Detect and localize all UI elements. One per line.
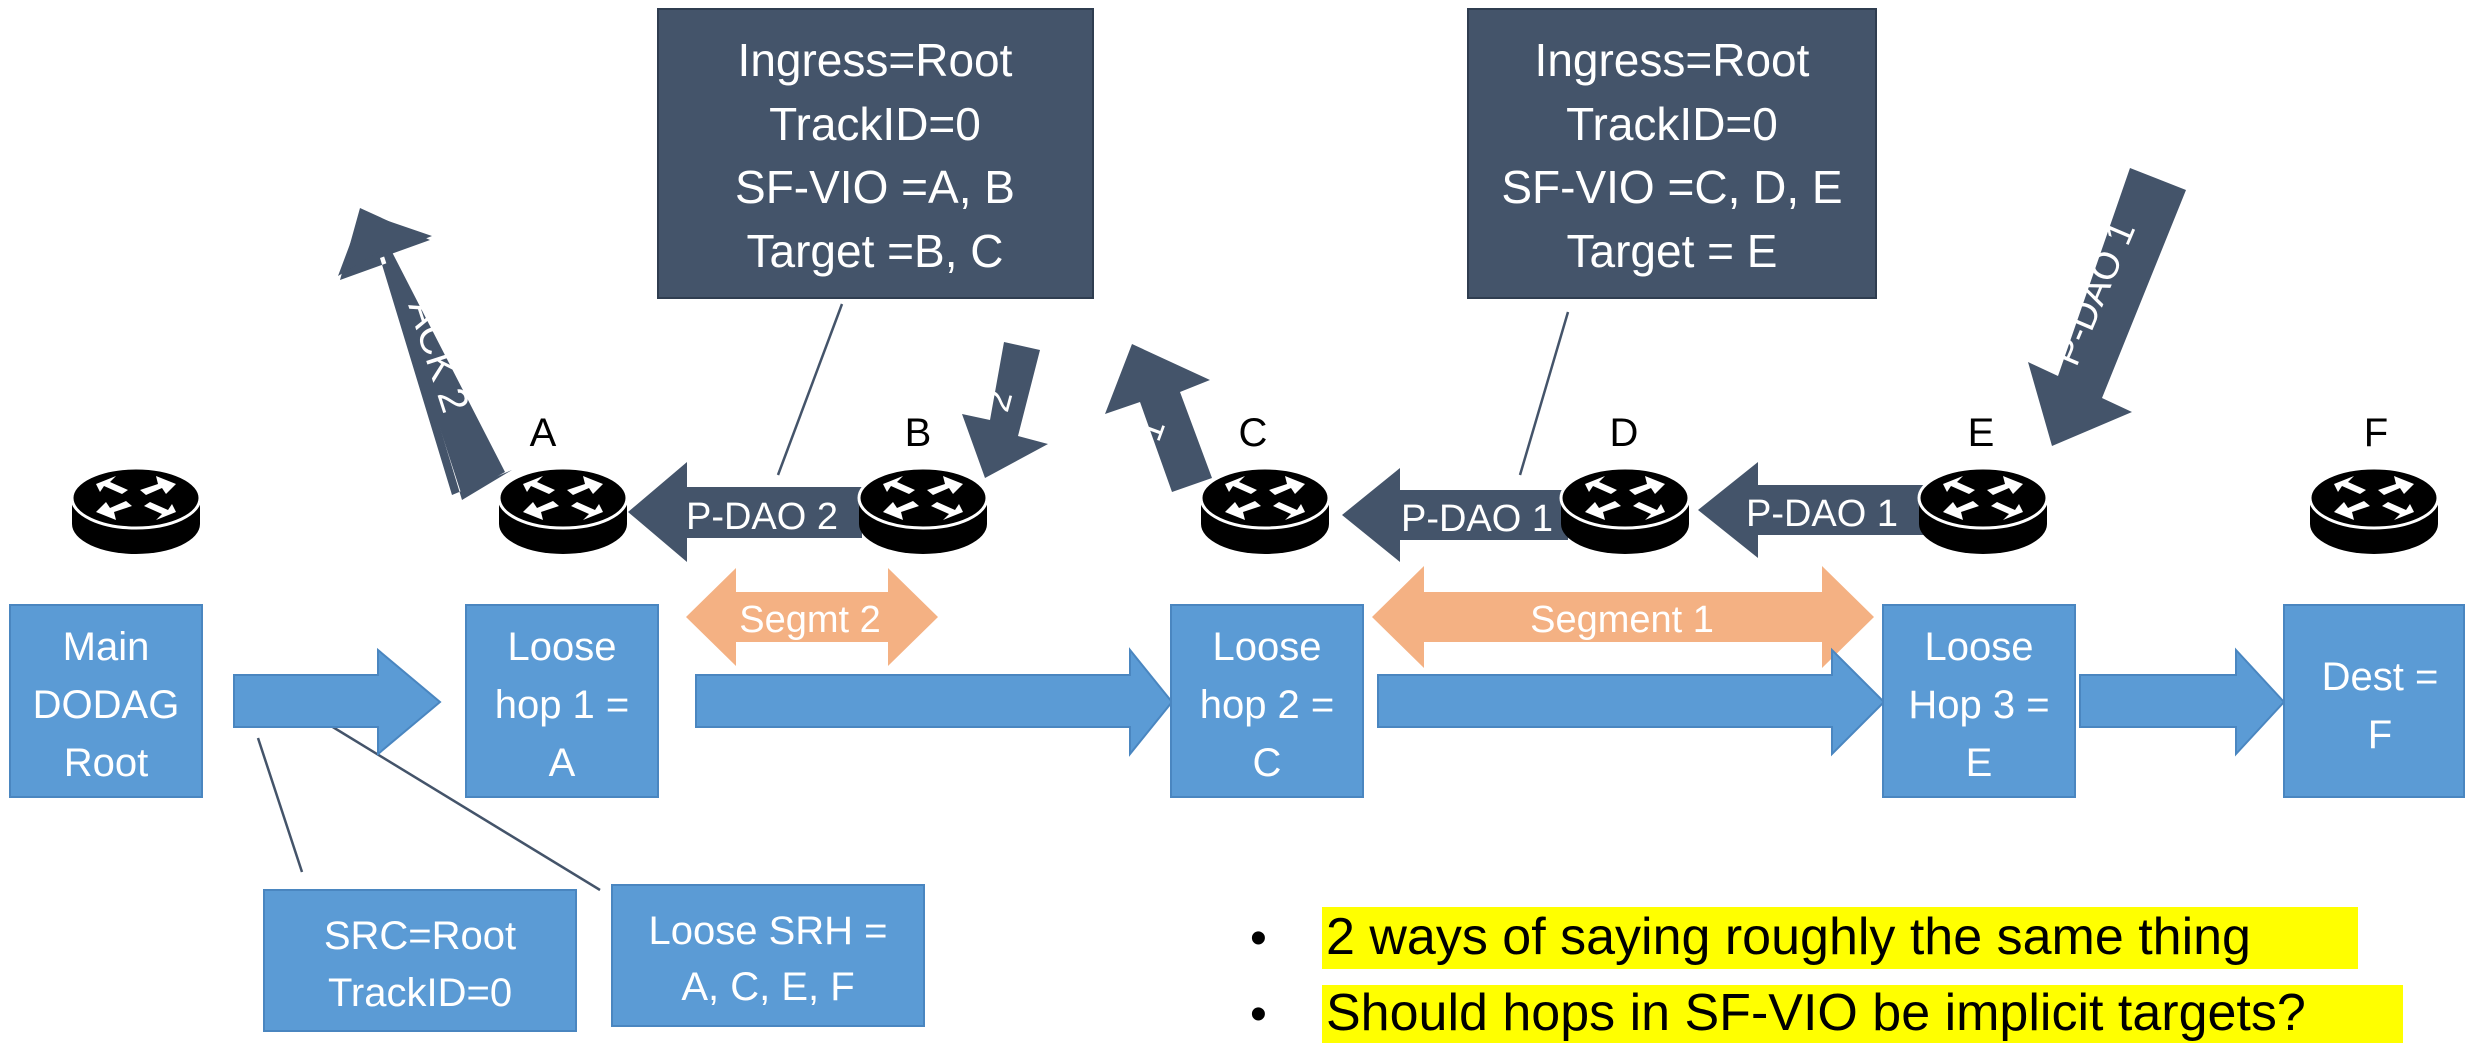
- info-right-line: Target = E: [1567, 225, 1778, 277]
- hop1-line: hop 1 =: [495, 683, 630, 727]
- callout-srh-line: A, C, E, F: [681, 965, 854, 1009]
- connector-line: [256, 737, 304, 873]
- hop1-line: Loose: [508, 625, 617, 669]
- router-icon: [1199, 466, 1331, 556]
- callout-src-line: TrackID=0: [328, 971, 512, 1015]
- hop-root-line: DODAG: [33, 683, 180, 727]
- segment-1-arrow: Segment 1: [1372, 566, 1874, 668]
- connector-line: [776, 303, 844, 476]
- router-icon: [2308, 466, 2440, 556]
- segment-2-arrow: Segmt 2: [686, 568, 938, 666]
- node-label-c: C: [1239, 411, 1268, 455]
- pdao2-label: P-DAO 2: [686, 496, 838, 538]
- hop1-line: A: [549, 741, 576, 785]
- hop3-line: E: [1966, 741, 1993, 785]
- callout-src: SRC=Root TrackID=0: [263, 889, 577, 1032]
- flow-arrow: [695, 647, 1174, 757]
- segment-2-label: Segmt 2: [739, 599, 881, 641]
- node-label-f: F: [2364, 411, 2388, 455]
- router-icon: [497, 466, 629, 556]
- hop3-line: Loose: [1925, 625, 2034, 669]
- info-left-line: Ingress=Root: [738, 34, 1013, 86]
- bullet-dot: •: [1250, 988, 1267, 1041]
- hop-box-2: Loose hop 2 = C: [1170, 604, 1364, 798]
- flow-arrow: [233, 647, 442, 757]
- info-left-line: SF-VIO =A, B: [735, 161, 1015, 213]
- router-icon: [857, 466, 989, 556]
- callout-srh-line: Loose SRH =: [648, 909, 887, 953]
- hop-box-1: Loose hop 1 = A: [465, 604, 659, 798]
- hop2-line: Loose: [1213, 625, 1322, 669]
- hop-box-3: Loose Hop 3 = E: [1882, 604, 2076, 798]
- hop2-line: hop 2 =: [1200, 683, 1335, 727]
- pdao1-dc-label: P-DAO 1: [1401, 498, 1553, 540]
- ack2-arrow: ACK 2: [338, 208, 512, 500]
- pdao1-ed-label: P-DAO 1: [1746, 493, 1898, 535]
- hop-root-line: Main: [63, 625, 150, 669]
- info-right-line: SF-VIO =C, D, E: [1501, 161, 1842, 213]
- info-left-line: TrackID=0: [769, 98, 981, 150]
- bullet-item: Should hops in SF-VIO be implicit target…: [1326, 984, 2306, 1042]
- flow-arrow: [1377, 647, 1886, 757]
- info-box-left: Ingress=Root TrackID=0 SF-VIO =A, B Targ…: [657, 8, 1094, 299]
- arrow-1: 1: [1105, 344, 1212, 492]
- bullet-list: • • 2 ways of saying roughly the same th…: [1250, 907, 2403, 1043]
- segment-1-label: Segment 1: [1530, 599, 1714, 641]
- router-icon: [1917, 466, 2049, 556]
- hop-root-line: Root: [64, 741, 149, 785]
- info-right-line: Ingress=Root: [1535, 34, 1810, 86]
- hop2-line: C: [1253, 741, 1282, 785]
- info-box-right: Ingress=Root TrackID=0 SF-VIO =C, D, E T…: [1467, 8, 1877, 299]
- pdao1-diagonal-arrow: P-DAO 1: [2028, 168, 2186, 446]
- dest-line: Dest =: [2322, 655, 2439, 699]
- pdao1-dc-arrow: P-DAO 1: [1342, 468, 1568, 562]
- info-right-line: TrackID=0: [1566, 98, 1778, 150]
- callout-src-line: SRC=Root: [324, 914, 516, 958]
- bullet-highlight: [1322, 985, 2403, 1043]
- node-label-a: A: [530, 411, 557, 455]
- flow-arrow: [2079, 647, 2286, 757]
- pdao1-ed-arrow: P-DAO 1: [1698, 462, 1928, 558]
- connector-line: [1518, 311, 1570, 476]
- bullet-dot: •: [1250, 912, 1267, 965]
- node-label-b: B: [905, 411, 932, 455]
- hop3-line: Hop 3 =: [1908, 683, 2049, 727]
- callout-srh: Loose SRH = A, C, E, F: [611, 884, 925, 1027]
- bullet-item: 2 ways of saying roughly the same thing: [1326, 908, 2251, 966]
- router-icon: [70, 466, 202, 556]
- connector-line: [317, 716, 601, 892]
- bullet-highlight: [1322, 907, 2358, 969]
- pdao2-arrow: P-DAO 2: [628, 462, 862, 562]
- router-icon: [1559, 466, 1691, 556]
- dest-box: Dest = F: [2283, 604, 2465, 798]
- hop-box-root: Main DODAG Root: [9, 604, 203, 798]
- arrow-2: 2: [962, 342, 1048, 478]
- node-label-e: E: [1968, 411, 1995, 455]
- node-label-d: D: [1610, 411, 1639, 455]
- info-left-line: Target =B, C: [747, 225, 1004, 277]
- dest-line: F: [2368, 713, 2392, 757]
